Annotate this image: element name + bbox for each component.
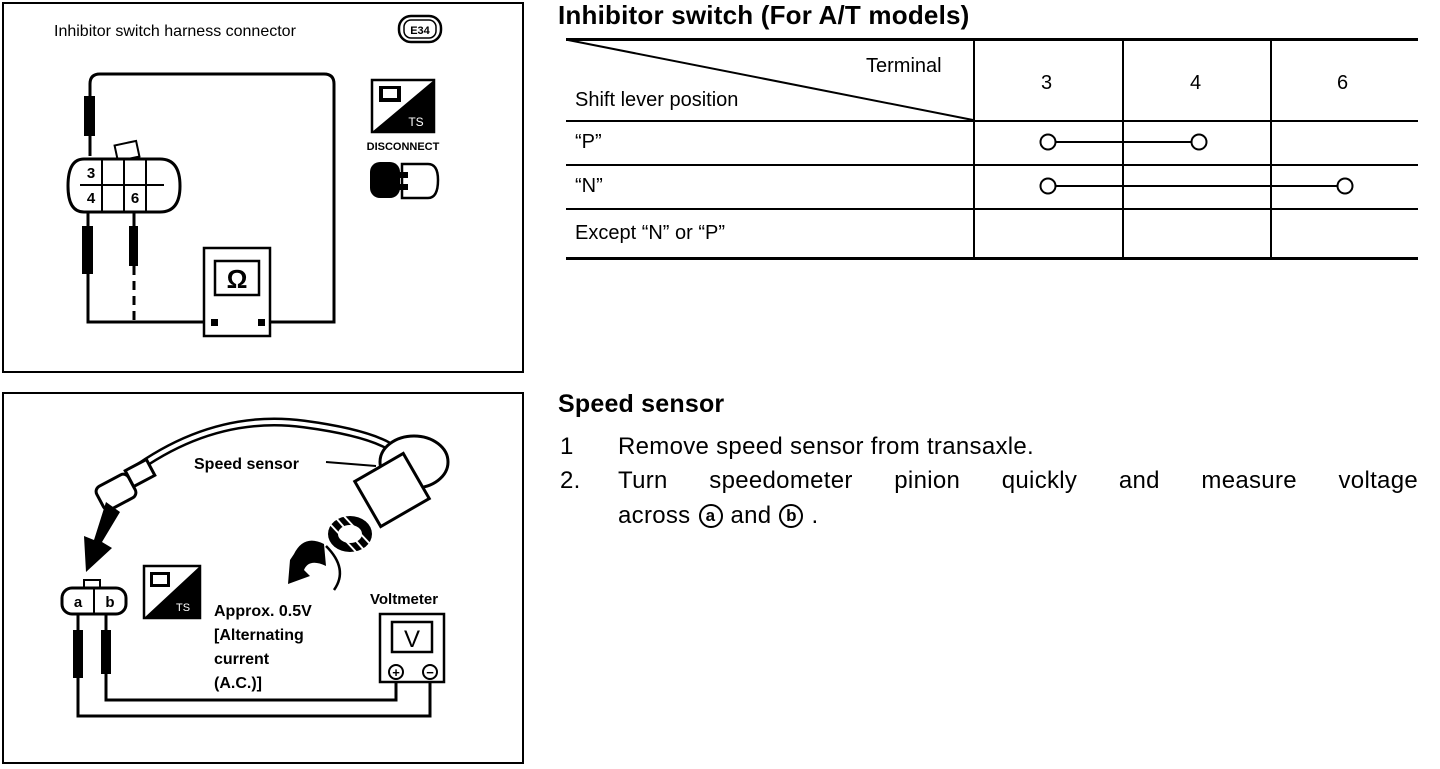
speed-sensor-diagram-panel: Speed sensor a b TS (2, 392, 524, 764)
plus-terminal: + (392, 665, 400, 680)
circled-b-icon: b (779, 504, 804, 528)
connector-code: E34 (410, 25, 430, 37)
minus-terminal: − (426, 665, 434, 680)
across-and: and (730, 502, 772, 529)
ohm-symbol: Ω (227, 264, 248, 294)
ts-tester-icon: TS (370, 78, 436, 134)
terminal-6-header: 6 (1337, 72, 1349, 94)
header-terminal: Terminal (866, 55, 942, 77)
terminal-3-header: 3 (1041, 72, 1053, 94)
position-n: “N” (575, 175, 603, 197)
ab-connector: a b (60, 579, 128, 616)
connector-arrow (84, 502, 120, 572)
ohmmeter: Ω (202, 246, 272, 338)
header-shift-position: Shift lever position (575, 89, 739, 111)
rotation-guide (325, 545, 342, 591)
volt-symbol: V (404, 626, 420, 653)
across-suffix: . (811, 502, 819, 529)
inhibitor-title: Inhibitor switch (For A/T models) (558, 0, 970, 30)
voltmeter-label: Voltmeter (370, 591, 438, 608)
ts-label: TS (408, 115, 423, 129)
header-diagonal (567, 39, 974, 121)
inhibitor-diagram: Inhibitor switch harness connector E34 3… (54, 14, 443, 338)
step-2-text: Turn speedometer pinion quickly and meas… (618, 467, 1418, 494)
ts-tester-icon-2: TS (142, 564, 202, 620)
step-2-number: 2. (560, 467, 581, 494)
speed-sensor-title: Speed sensor (558, 390, 725, 418)
position-except: Except “N” or “P” (575, 222, 726, 244)
terminal-4-header: 4 (1190, 72, 1202, 94)
svg-text:(A.C.)]: (A.C.)] (214, 675, 262, 692)
svg-text:Approx. 0.5V: Approx. 0.5V (214, 603, 312, 620)
continuity-marks (1039, 133, 1354, 195)
pin-b-label: b (105, 594, 114, 611)
ts-label-2: TS (176, 602, 190, 614)
svg-text:current: current (214, 651, 270, 668)
step-1-text: Remove speed sensor from transaxle. (618, 433, 1035, 460)
harness-connector-caption: Inhibitor switch harness connector (54, 23, 297, 40)
svg-text:[Alternating: [Alternating (214, 627, 304, 644)
pin-a-label: a (74, 594, 83, 611)
speed-sensor-body (328, 434, 450, 555)
approx-voltage-note: Approx. 0.5V [Alternating current (A.C.)… (214, 603, 312, 692)
rotation-arrow (288, 540, 326, 584)
voltmeter: V + − (378, 612, 446, 684)
speed-sensor-label: Speed sensor (194, 456, 299, 473)
step-1-number: 1 (560, 433, 574, 460)
sensor-plug (94, 457, 157, 512)
circled-a-icon: a (698, 504, 723, 528)
pin-4-label: 4 (87, 190, 96, 207)
pin-3-label: 3 (87, 165, 95, 182)
across-prefix: across (618, 502, 691, 529)
speed-sensor-diagram: Speed sensor a b TS (60, 417, 450, 718)
probe-top (84, 96, 95, 136)
pin-6-label: 6 (131, 190, 139, 207)
disconnect-connector-icon (370, 162, 440, 200)
position-p: “P” (575, 131, 602, 153)
harness-connector: 3 4 6 (66, 139, 182, 214)
continuity-n-3-6 (1039, 177, 1354, 195)
probe-pin6 (129, 226, 138, 266)
probe-pin4 (82, 226, 93, 274)
inhibitor-diagram-panel: Inhibitor switch harness connector E34 3… (2, 2, 524, 373)
continuity-p-3-4 (1039, 133, 1208, 151)
connector-code-badge (397, 14, 443, 44)
wire-loop (88, 72, 336, 324)
disconnect-label: DISCONNECT (367, 141, 440, 153)
